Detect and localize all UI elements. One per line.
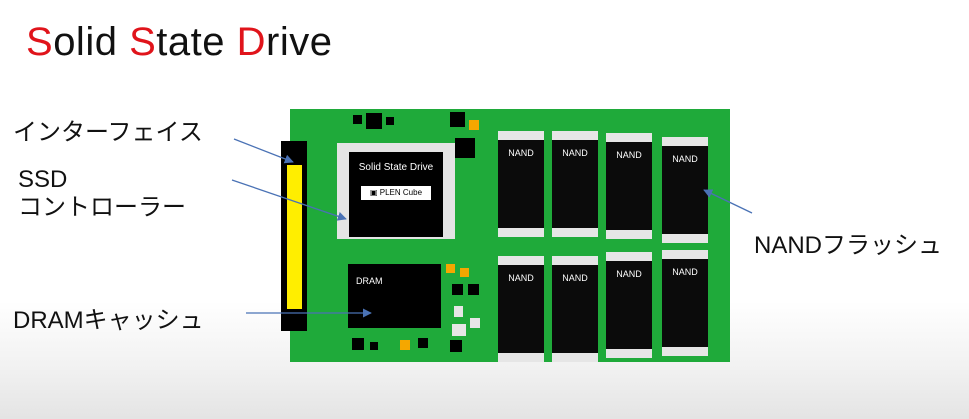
nand-chip-text: NAND — [616, 150, 642, 160]
title-letter-s2: S — [129, 20, 157, 64]
small-component — [366, 113, 382, 129]
nand-chip: NAND — [662, 250, 708, 356]
nand-chip-text: NAND — [562, 148, 588, 158]
title-word-tate: tate — [156, 20, 237, 64]
nand-chip: NAND — [498, 256, 544, 362]
controller-chip-text: Solid State Drive — [358, 162, 434, 173]
label-interface: インターフェイス — [13, 119, 203, 146]
label-dram-cache: DRAMキャッシュ — [13, 307, 204, 334]
connector-gold-contacts — [287, 165, 302, 309]
arrow-controller — [231, 179, 347, 221]
title-word-rive: rive — [266, 20, 333, 64]
nand-chip: NAND — [606, 252, 652, 358]
ssd-controller-chip: Solid State Drive ▣ PLEN Cube — [349, 152, 443, 237]
small-component-white — [470, 318, 480, 328]
nand-chip: NAND — [552, 256, 598, 362]
nand-chip: NAND — [606, 133, 652, 239]
cube-logo-icon: ▣ — [369, 188, 380, 197]
small-component — [450, 340, 462, 352]
nand-chip: NAND — [552, 131, 598, 237]
small-component — [468, 284, 479, 295]
small-component — [450, 112, 465, 127]
small-component-orange — [460, 268, 469, 277]
dram-chip-text: DRAM — [356, 276, 383, 286]
small-component-orange — [446, 264, 455, 273]
title-word-olid: olid — [53, 20, 130, 64]
small-component — [455, 138, 475, 158]
small-component-white — [452, 324, 466, 336]
small-component — [353, 115, 362, 124]
small-component — [370, 342, 378, 350]
nand-chip-text: NAND — [562, 273, 588, 283]
small-component-orange — [400, 340, 410, 350]
page-title: Solid State Drive — [26, 20, 332, 65]
small-component — [418, 338, 428, 348]
nand-chip-text: NAND — [672, 267, 698, 277]
dram-chip: DRAM — [348, 264, 441, 328]
small-component-white — [454, 306, 463, 317]
small-component — [352, 338, 364, 350]
label-nand-flash: NANDフラッシュ — [754, 232, 943, 259]
title-letter-s1: S — [26, 20, 54, 64]
small-component-orange — [469, 120, 479, 130]
nand-chip: NAND — [498, 131, 544, 237]
arrow-nand — [703, 189, 753, 214]
title-letter-d: D — [236, 20, 266, 64]
nand-chip-text: NAND — [616, 269, 642, 279]
small-component — [386, 117, 394, 125]
nand-chip-text: NAND — [672, 154, 698, 164]
label-controller-line1: SSD — [18, 166, 68, 193]
label-controller-line2: コントローラー — [18, 194, 186, 221]
nand-chip-text: NAND — [508, 148, 534, 158]
arrow-interface — [233, 138, 294, 164]
controller-logo-text: PLEN Cube — [379, 188, 423, 197]
nand-chip: NAND — [662, 137, 708, 243]
nand-chip-text: NAND — [508, 273, 534, 283]
controller-chip-logo: ▣ PLEN Cube — [361, 186, 431, 200]
small-component — [452, 284, 463, 295]
